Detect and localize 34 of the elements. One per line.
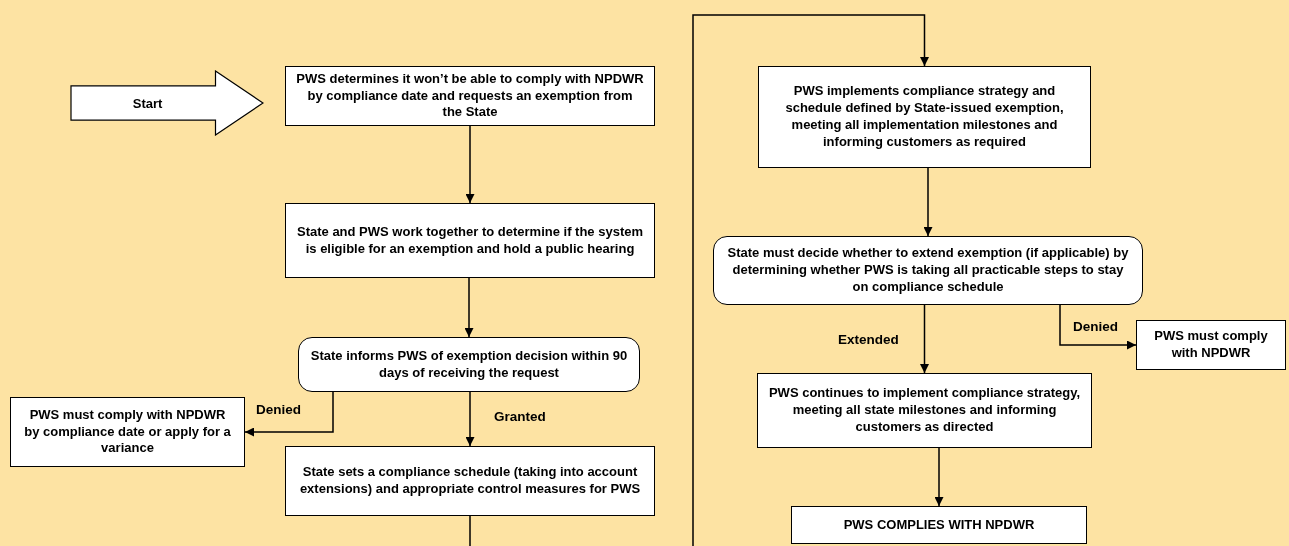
process-box: [1136, 320, 1286, 370]
edge-label: Extended: [836, 332, 901, 347]
connector-arrow: [920, 304, 929, 374]
connector-arrow: [1059, 304, 1137, 350]
step-text: PWS determines it won’t be able to comply with NPDWR by compliance date and requests an exemption from the State: [296, 70, 644, 122]
process-box: [757, 373, 1092, 448]
process-box: [758, 66, 1091, 168]
decision-box: [298, 337, 640, 392]
connector-arrow: [934, 447, 944, 507]
decision-box: [713, 236, 1143, 305]
connector-arrow: [465, 125, 475, 204]
edge-label: Granted: [492, 409, 548, 424]
step-text: PWS must comply with NPDWR: [1153, 328, 1269, 362]
step-text: State informs PWS of exemption decision within 90 days of receiving the request: [309, 347, 629, 382]
process-box: [285, 66, 655, 126]
connector-arrow: [469, 14, 929, 546]
connector-arrow: [464, 277, 474, 338]
step-text: PWS must comply with NPDWR by compliance date or apply for a variance: [23, 406, 232, 458]
edge-label: Denied: [1071, 319, 1120, 334]
step-text: State must decide whether to extend exemption (if applicable) by determining whether PWS is taking all practicable steps to stay on compliance schedule: [726, 245, 1130, 296]
step-text: State sets a compliance schedule (taking into account extensions) and appropriate control measures for PWS: [298, 464, 642, 498]
step-text: State and PWS work together to determine if the system is eligible for an exemption and hold a public hearing: [296, 223, 644, 258]
start-label: Start: [132, 95, 163, 111]
process-box: [791, 506, 1087, 544]
step-text: PWS COMPLIES WITH NPDWR: [843, 516, 1035, 534]
process-box: [10, 397, 245, 467]
step-text: PWS implements compliance strategy and schedule defined by State-issued exemption, meeting all implementation milestones and informing customers as required: [784, 83, 1065, 151]
connector-arrow: [923, 167, 933, 237]
process-box: [285, 446, 655, 516]
connector-arrow: [465, 391, 475, 447]
step-text: PWS continues to implement compliance strategy, meeting all state milestones and informing customers as directed: [768, 385, 1081, 436]
connector-arrow: [244, 391, 334, 437]
process-box: [285, 203, 655, 278]
edge-label: Denied: [254, 402, 303, 417]
